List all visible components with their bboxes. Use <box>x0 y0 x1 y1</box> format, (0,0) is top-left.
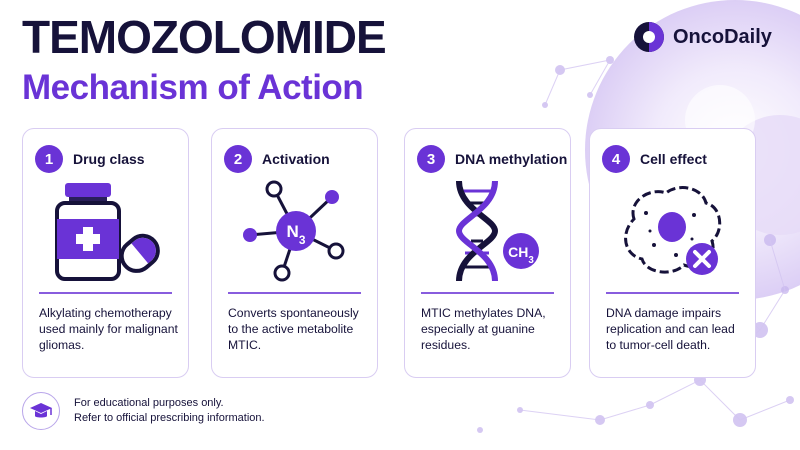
card-dna-methylation: 3 DNA methylation CH3 MTIC methylates DN… <box>404 128 571 378</box>
damaged-cell-icon <box>624 186 722 275</box>
card-drug-class: 1 Drug class Alkylating chemotherapy use… <box>22 128 189 378</box>
card-title: DNA methylation <box>455 151 568 167</box>
oncodaily-logo-icon <box>634 22 664 52</box>
card-description: DNA damage impairs replication and can l… <box>606 306 735 352</box>
disclaimer-line-2: Refer to official prescribing informatio… <box>74 412 265 424</box>
step-number-badge: 3 <box>417 145 445 173</box>
page-subtitle: Mechanism of Action <box>22 68 364 107</box>
page-title: TEMOZOLOMIDE <box>22 11 387 63</box>
logo-text: OncoDaily <box>673 25 772 48</box>
card-divider <box>421 292 554 294</box>
dna-helix-icon: CH3 <box>455 180 539 282</box>
card-cell-effect: 4 Cell effect DNA damage impairs replica… <box>589 128 756 378</box>
card-divider <box>228 292 361 294</box>
card-title: Cell effect <box>640 151 707 167</box>
oncodaily-logo: OncoDaily <box>633 21 772 53</box>
card-activation: 2 Activation N3 Converts spontaneously t… <box>211 128 378 378</box>
step-number-badge: 1 <box>35 145 63 173</box>
card-description: Alkylating chemotherapy used mainly for … <box>39 306 178 352</box>
card-title: Drug class <box>73 151 145 167</box>
card-description: MTIC methylates DNA, especially at guani… <box>421 306 546 352</box>
card-title: Activation <box>262 151 330 167</box>
graduation-cap-icon <box>22 392 60 430</box>
card-description: Converts spontaneously to the active met… <box>228 306 359 352</box>
card-divider <box>39 292 172 294</box>
card-divider <box>606 292 739 294</box>
step-number-badge: 4 <box>602 145 630 173</box>
molecule-icon: N3 <box>243 180 345 282</box>
disclaimer-footer: For educational purposes only. Refer to … <box>22 392 265 430</box>
step-number-badge: 2 <box>224 145 252 173</box>
disclaimer-line-1: For educational purposes only. <box>74 397 224 409</box>
pill-bottle-capsule-icon <box>55 183 160 281</box>
